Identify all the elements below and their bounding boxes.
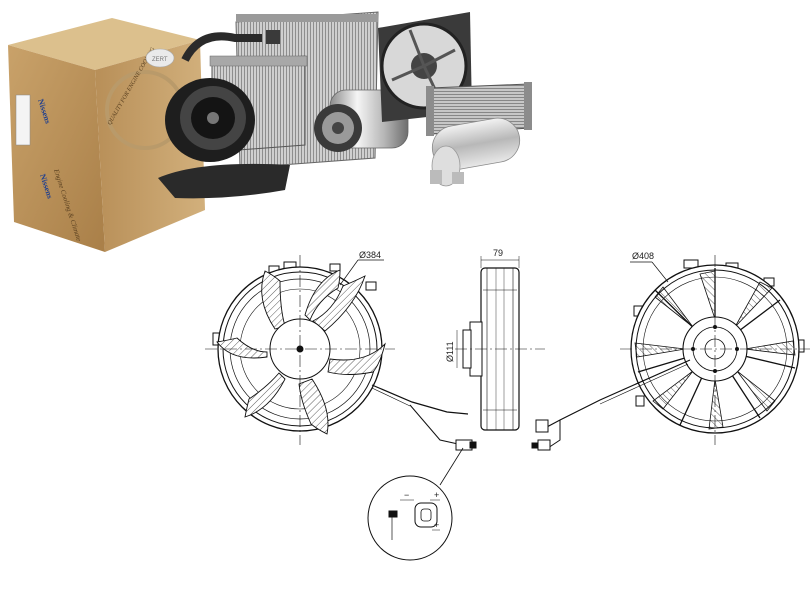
fan-rear-view-right bbox=[531, 255, 810, 451]
dimension-diameter-right: Ø408 bbox=[632, 251, 654, 261]
dimension-hub-diameter: Ø111 bbox=[445, 341, 455, 362]
dimension-diameter-left: Ø384 bbox=[359, 250, 381, 260]
fan-front-view-left bbox=[205, 255, 477, 451]
blower-motor-image bbox=[158, 78, 290, 199]
hose-image bbox=[181, 32, 262, 62]
cardboard-box: Nissens Nissens Engine Cooling & Climate… bbox=[8, 18, 205, 252]
connector-pin-plus-label-lower: + bbox=[434, 520, 439, 530]
dimension-depth: 79 bbox=[493, 248, 503, 258]
connector-pin-minus-label: − bbox=[404, 490, 409, 500]
connector-detail bbox=[367, 447, 464, 561]
compressor-image bbox=[314, 86, 409, 152]
box-corner-mark: ZERT bbox=[152, 57, 168, 63]
connector-pin-plus-label: + bbox=[434, 490, 439, 500]
receiver-drier-image bbox=[430, 117, 521, 187]
fan-side-view bbox=[455, 256, 545, 431]
